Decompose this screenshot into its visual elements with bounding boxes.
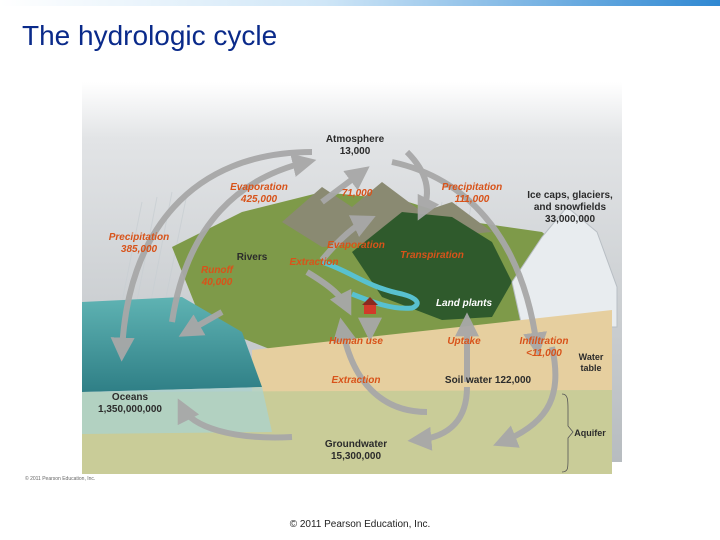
- slide-footer: © 2011 Pearson Education, Inc.: [289, 519, 431, 530]
- ice-caps-label-line1: Ice caps, glaciers,: [527, 190, 613, 201]
- soil-layer: [252, 310, 612, 394]
- arrow-runoff: [178, 309, 224, 337]
- precipitation-ocean-label: Precipitation: [109, 232, 170, 243]
- aquifer-bracket: [561, 393, 574, 473]
- transport-value: 71,000: [342, 188, 373, 199]
- infiltration-label: Infiltration: [520, 336, 569, 347]
- atmosphere-value: 13,000: [340, 146, 371, 157]
- uptake-label: Uptake: [447, 336, 481, 347]
- oceans-label: Oceans: [112, 392, 149, 403]
- human-use-label: Human use: [329, 336, 383, 347]
- aquifer-label: Aquifer: [574, 428, 606, 438]
- precipitation-ocean-value: 385,000: [121, 244, 158, 255]
- arrow-transport-back: [404, 149, 440, 221]
- groundwater-value: 15,300,000: [331, 451, 381, 462]
- extraction-top-label: Extraction: [290, 257, 339, 268]
- ice-caps-label-line2: and snowfields: [534, 202, 607, 213]
- water-table-label-line1: Water: [579, 352, 604, 362]
- precipitation-land-label: Precipitation: [442, 182, 503, 193]
- ocean-deep: [82, 387, 272, 434]
- hydrologic-cycle-diagram: Atmosphere 13,000 Evaporation 425,000 71…: [25, 82, 622, 482]
- groundwater-label: Groundwater: [325, 439, 387, 450]
- arrow-precip-ocean: [110, 149, 313, 362]
- arrow-transport: [320, 166, 370, 205]
- evaporation-ocean-label: Evaporation: [230, 182, 288, 193]
- figure-credit: © 2011 Pearson Education, Inc.: [25, 475, 95, 482]
- runoff-value: 40,000: [201, 277, 233, 288]
- precipitation-land-value: 111,000: [455, 194, 490, 205]
- atmosphere-label: Atmosphere: [326, 134, 385, 145]
- runoff-label: Runoff: [201, 265, 235, 276]
- infiltration-value: <11,000: [526, 348, 562, 359]
- arrow-extraction-top: [305, 269, 352, 316]
- oceans-value: 1,350,000,000: [98, 404, 162, 415]
- land-plants-label: Land plants: [436, 298, 493, 309]
- transpiration-label: Transpiration: [400, 250, 464, 261]
- rivers-label: Rivers: [237, 252, 268, 263]
- extraction-bottom-label: Extraction: [332, 375, 381, 386]
- arrow-evaporation-ocean: [169, 153, 317, 323]
- arrow-groundwater-left: [177, 398, 293, 441]
- top-accent-bar: [0, 0, 720, 6]
- soil-water-label: Soil water 122,000: [445, 375, 532, 386]
- water-table-label-line2: table: [580, 363, 601, 373]
- ice-caps-value: 33,000,000: [545, 214, 595, 225]
- house-icon: [362, 297, 378, 314]
- evaporation-land-label: Evaporation: [327, 240, 385, 251]
- arrow-extraction-bottom: [332, 317, 428, 415]
- arrow-soil-down: [407, 386, 470, 451]
- river: [321, 259, 420, 311]
- arrow-evap-land: [319, 215, 376, 262]
- evaporation-ocean-value: 425,000: [240, 194, 278, 205]
- arrow-infiltration: [493, 346, 559, 448]
- slide-title: The hydrologic cycle: [22, 20, 278, 51]
- flow-arrows: [110, 149, 559, 451]
